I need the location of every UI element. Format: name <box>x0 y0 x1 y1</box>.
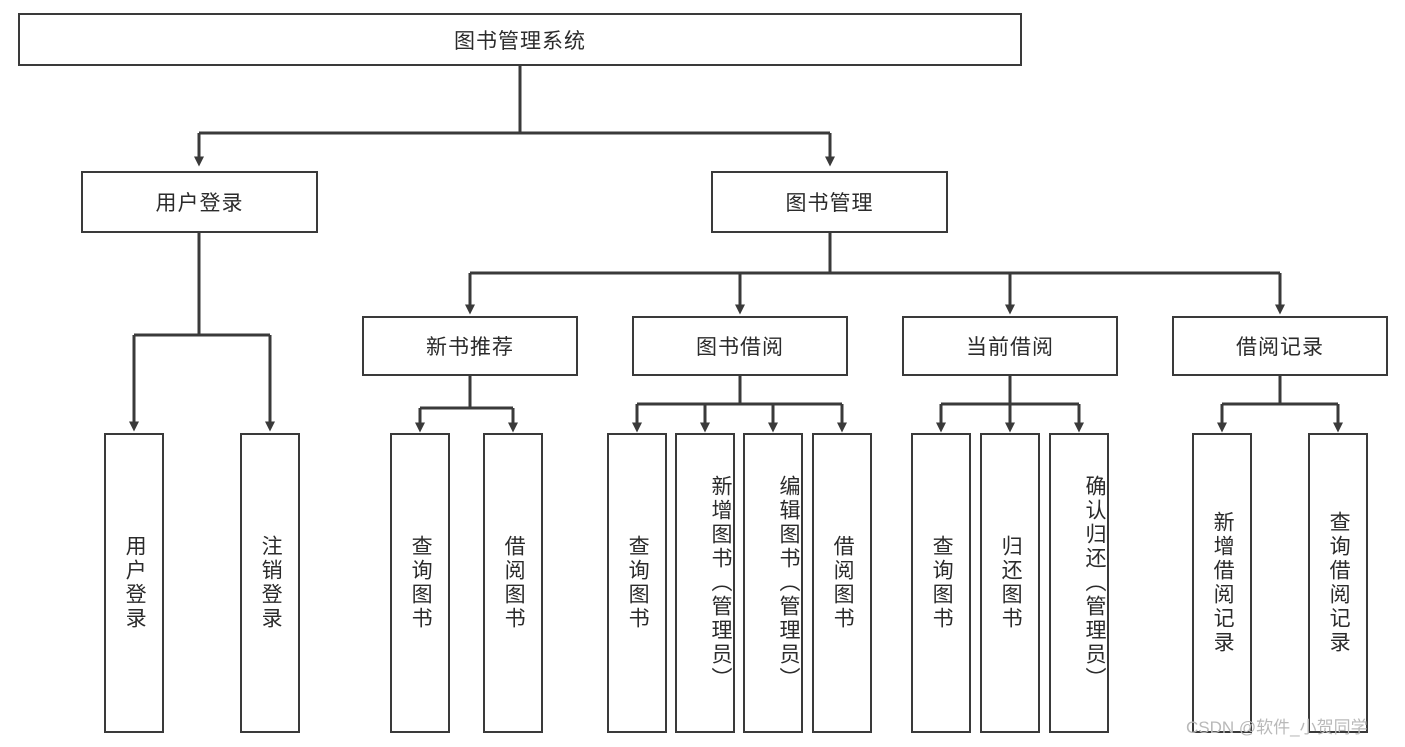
node-label: 图书管理系统 <box>454 29 586 53</box>
node-user-login[interactable]: 用户登录 <box>81 171 318 233</box>
node-label: 用户登录 <box>155 192 244 215</box>
node-label: 新增图书（管理员） <box>709 475 732 691</box>
node-label: 新书推荐 <box>426 336 514 359</box>
node-leaf-edit-book[interactable]: 编辑图书（管理员） <box>743 433 803 733</box>
node-root-book-management-system[interactable]: 图书管理系统 <box>18 13 1022 66</box>
node-leaf-user-login[interactable]: 用户登录 <box>104 433 164 733</box>
node-leaf-add-record[interactable]: 新增借阅记录 <box>1192 433 1252 733</box>
node-leaf-query-book-1[interactable]: 查询图书 <box>390 433 450 733</box>
node-label: 注销登录 <box>259 535 283 631</box>
node-label: 用户登录 <box>123 535 147 631</box>
node-label: 借阅图书 <box>502 535 526 631</box>
node-label: 图书管理 <box>785 192 874 215</box>
node-label: 借阅图书 <box>831 535 855 631</box>
node-leaf-user-logout[interactable]: 注销登录 <box>240 433 300 733</box>
node-leaf-confirm-return[interactable]: 确认归还（管理员） <box>1049 433 1109 733</box>
node-leaf-query-record[interactable]: 查询借阅记录 <box>1308 433 1368 733</box>
node-label: 查询图书 <box>626 535 650 631</box>
node-label: 当前借阅 <box>966 336 1054 359</box>
csdn-watermark: CSDN @软件_小贺同学 <box>1186 718 1368 737</box>
node-borrow-record[interactable]: 借阅记录 <box>1172 316 1388 376</box>
node-book-borrow[interactable]: 图书借阅 <box>632 316 848 376</box>
node-label: 查询借阅记录 <box>1327 511 1351 655</box>
node-label: 编辑图书（管理员） <box>777 475 800 691</box>
node-label: 查询图书 <box>409 535 433 631</box>
node-label: 确认归还（管理员） <box>1083 475 1106 691</box>
node-label: 图书借阅 <box>696 336 784 359</box>
node-label: 查询图书 <box>930 535 954 631</box>
node-leaf-query-book-2[interactable]: 查询图书 <box>607 433 667 733</box>
node-new-book-recommend[interactable]: 新书推荐 <box>362 316 578 376</box>
node-label: 新增借阅记录 <box>1211 511 1235 655</box>
node-leaf-borrow-book-1[interactable]: 借阅图书 <box>483 433 543 733</box>
node-label: 借阅记录 <box>1236 336 1324 359</box>
node-leaf-add-book[interactable]: 新增图书（管理员） <box>675 433 735 733</box>
node-leaf-return-book[interactable]: 归还图书 <box>980 433 1040 733</box>
node-current-borrow[interactable]: 当前借阅 <box>902 316 1118 376</box>
node-label: 归还图书 <box>999 535 1023 631</box>
node-leaf-query-book-3[interactable]: 查询图书 <box>911 433 971 733</box>
node-leaf-borrow-book-2[interactable]: 借阅图书 <box>812 433 872 733</box>
node-book-manage[interactable]: 图书管理 <box>711 171 948 233</box>
